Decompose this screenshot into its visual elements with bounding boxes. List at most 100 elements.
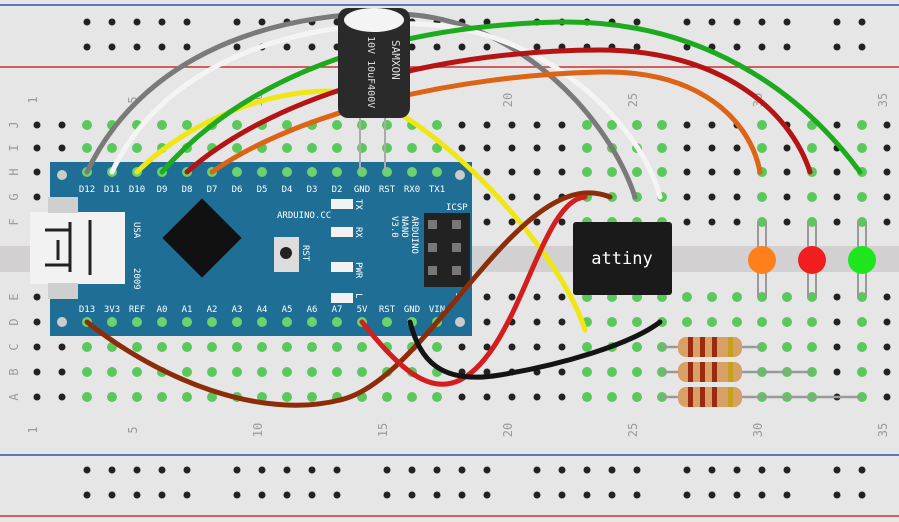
breadboard-hole[interactable] — [207, 367, 217, 377]
breadboard-hole[interactable] — [757, 192, 767, 202]
breadboard-hole[interactable] — [307, 392, 317, 402]
rail-hole[interactable] — [758, 466, 766, 474]
breadboard-hole[interactable] — [857, 292, 867, 302]
breadboard-hole[interactable] — [357, 143, 367, 153]
breadboard-hole[interactable] — [458, 121, 466, 129]
breadboard-hole[interactable] — [683, 121, 691, 129]
rail-hole[interactable] — [858, 466, 866, 474]
rail-hole[interactable] — [283, 43, 291, 51]
breadboard-hole[interactable] — [508, 343, 516, 351]
breadboard-hole[interactable] — [683, 193, 691, 201]
rail-hole[interactable] — [858, 491, 866, 499]
breadboard-hole[interactable] — [382, 143, 392, 153]
breadboard-hole[interactable] — [483, 393, 491, 401]
rail-hole[interactable] — [183, 18, 191, 26]
rail-hole[interactable] — [833, 491, 841, 499]
breadboard-hole[interactable] — [508, 393, 516, 401]
breadboard-hole[interactable] — [807, 192, 817, 202]
arduino-pin[interactable] — [257, 317, 267, 327]
rail-hole[interactable] — [333, 466, 341, 474]
breadboard-hole[interactable] — [58, 343, 66, 351]
breadboard-hole[interactable] — [708, 121, 716, 129]
rail-hole[interactable] — [458, 43, 466, 51]
rail-hole[interactable] — [608, 466, 616, 474]
breadboard-hole[interactable] — [357, 367, 367, 377]
breadboard-hole[interactable] — [607, 367, 617, 377]
breadboard-hole[interactable] — [582, 367, 592, 377]
breadboard-hole[interactable] — [107, 367, 117, 377]
arduino-pin[interactable] — [232, 317, 242, 327]
rail-hole[interactable] — [258, 18, 266, 26]
rail-hole[interactable] — [458, 466, 466, 474]
rail-hole[interactable] — [458, 491, 466, 499]
breadboard-hole[interactable] — [682, 317, 692, 327]
wire-orange[interactable] — [209, 69, 763, 175]
breadboard-hole[interactable] — [707, 317, 717, 327]
breadboard-hole[interactable] — [533, 318, 541, 326]
arduino-pin[interactable] — [207, 317, 217, 327]
breadboard-hole[interactable] — [182, 392, 192, 402]
rail-hole[interactable] — [183, 466, 191, 474]
breadboard-hole[interactable] — [607, 317, 617, 327]
breadboard-hole[interactable] — [58, 393, 66, 401]
breadboard-hole[interactable] — [82, 120, 92, 130]
breadboard-hole[interactable] — [58, 368, 66, 376]
breadboard-hole[interactable] — [432, 342, 442, 352]
arduino-pin[interactable] — [182, 317, 192, 327]
breadboard-hole[interactable] — [582, 143, 592, 153]
breadboard-hole[interactable] — [558, 144, 566, 152]
wire-brown[interactable] — [84, 190, 613, 408]
breadboard-hole[interactable] — [632, 167, 642, 177]
breadboard-hole[interactable] — [657, 143, 667, 153]
rail-hole[interactable] — [83, 491, 91, 499]
breadboard-hole[interactable] — [332, 120, 342, 130]
breadboard-hole[interactable] — [182, 367, 192, 377]
rail-hole[interactable] — [258, 466, 266, 474]
rail-hole[interactable] — [108, 43, 116, 51]
breadboard-hole[interactable] — [883, 368, 891, 376]
reset-button-cap[interactable] — [280, 247, 292, 259]
rail-hole[interactable] — [183, 43, 191, 51]
rail-hole[interactable] — [633, 43, 641, 51]
breadboard-hole[interactable] — [857, 317, 867, 327]
rail-hole[interactable] — [783, 18, 791, 26]
breadboard-hole[interactable] — [807, 342, 817, 352]
breadboard-hole[interactable] — [332, 143, 342, 153]
rail-hole[interactable] — [83, 466, 91, 474]
breadboard-hole[interactable] — [382, 392, 392, 402]
breadboard-hole[interactable] — [807, 317, 817, 327]
breadboard-hole[interactable] — [232, 367, 242, 377]
breadboard-hole[interactable] — [382, 120, 392, 130]
breadboard-hole[interactable] — [207, 342, 217, 352]
breadboard-hole[interactable] — [833, 193, 841, 201]
breadboard-hole[interactable] — [483, 193, 491, 201]
breadboard-hole[interactable] — [483, 168, 491, 176]
breadboard-hole[interactable] — [508, 168, 516, 176]
breadboard-hole[interactable] — [733, 193, 741, 201]
rail-hole[interactable] — [158, 43, 166, 51]
breadboard-hole[interactable] — [257, 367, 267, 377]
breadboard-hole[interactable] — [883, 343, 891, 351]
breadboard-hole[interactable] — [632, 317, 642, 327]
breadboard-hole[interactable] — [783, 193, 791, 201]
breadboard-hole[interactable] — [607, 392, 617, 402]
breadboard-hole[interactable] — [282, 342, 292, 352]
breadboard-hole[interactable] — [883, 144, 891, 152]
breadboard-hole[interactable] — [307, 367, 317, 377]
rail-hole[interactable] — [633, 466, 641, 474]
breadboard-hole[interactable] — [132, 367, 142, 377]
breadboard-hole[interactable] — [582, 167, 592, 177]
breadboard-hole[interactable] — [533, 293, 541, 301]
breadboard-hole[interactable] — [432, 392, 442, 402]
arduino-pin[interactable] — [107, 317, 117, 327]
breadboard-hole[interactable] — [207, 392, 217, 402]
breadboard-hole[interactable] — [107, 143, 117, 153]
breadboard-hole[interactable] — [307, 342, 317, 352]
breadboard-hole[interactable] — [782, 317, 792, 327]
breadboard-hole[interactable] — [733, 144, 741, 152]
breadboard-hole[interactable] — [257, 342, 267, 352]
rail-hole[interactable] — [133, 466, 141, 474]
breadboard-hole[interactable] — [833, 218, 841, 226]
breadboard-hole[interactable] — [282, 120, 292, 130]
breadboard-hole[interactable] — [33, 168, 41, 176]
